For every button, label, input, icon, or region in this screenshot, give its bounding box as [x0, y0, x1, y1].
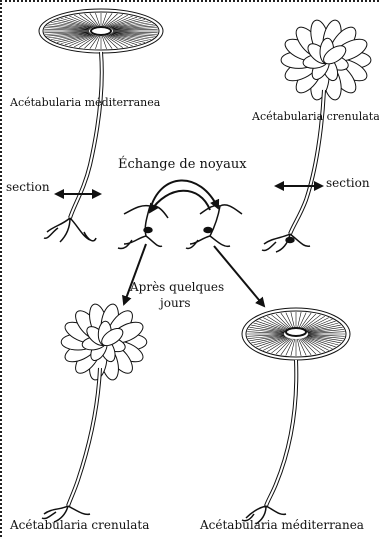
label-crenulata-top: Acétabularia crenulata — [252, 110, 379, 123]
label-mediterranea-bottom: Acétabularia méditerranea — [200, 518, 364, 532]
med-bottom-cap — [242, 308, 350, 360]
label-exchange: Échange de noyaux — [118, 157, 247, 172]
label-mediterranea-top: Acétabularia méditerranea — [10, 96, 160, 109]
cren-top-cap — [281, 18, 371, 101]
after-arrow-right — [214, 246, 264, 306]
cren-top-rhizoid — [262, 234, 310, 252]
label-crenulata-bottom: Acétabularia crenulata — [10, 518, 149, 532]
label-section-left: section — [6, 180, 50, 194]
med-top-cap — [39, 9, 163, 53]
label-after-line2: jours — [160, 296, 191, 310]
label-after-line1: Après quelques — [130, 280, 224, 294]
cren-bottom-stalk — [68, 368, 100, 506]
cren-bottom-cap — [61, 302, 147, 381]
med-top-rhizoid — [44, 218, 96, 242]
rhizoid-fragment-right — [186, 205, 242, 249]
label-section-right: section — [326, 176, 370, 190]
rhizoid-fragment-left — [118, 206, 168, 249]
after-arrow-left — [124, 244, 146, 304]
